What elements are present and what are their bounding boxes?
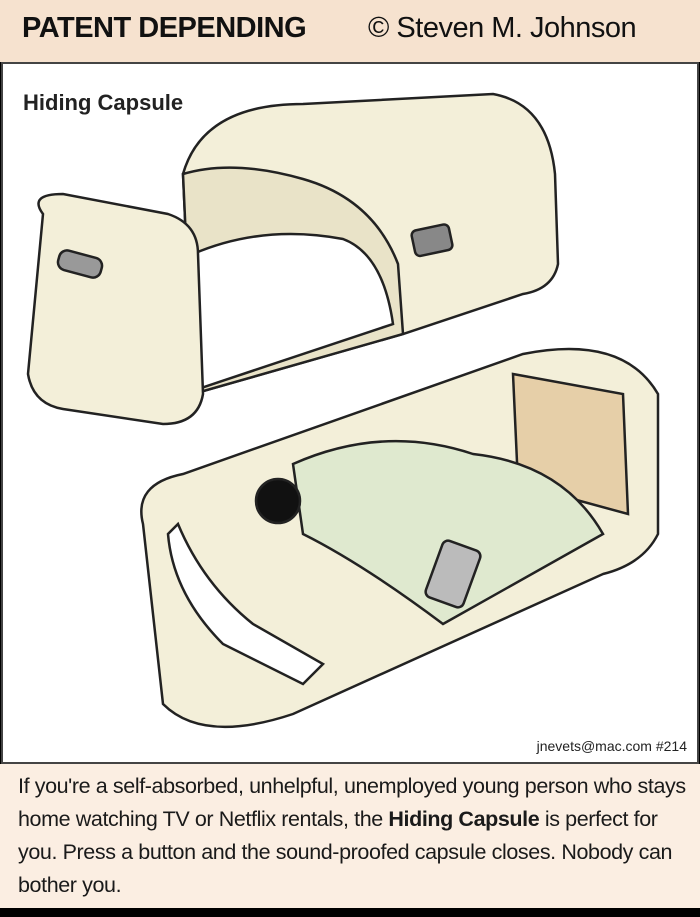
- caption-text: If you're a self-absorbed, unhelpful, un…: [18, 770, 688, 902]
- artist-signature: jnevets@mac.com #214: [536, 738, 687, 754]
- reclining-chair: [166, 521, 326, 686]
- capsule-door: [26, 192, 205, 426]
- door-handle: [56, 249, 104, 279]
- caption-part-2: is perfect for you. Press a button and t…: [18, 807, 673, 897]
- illustration-panel: Hiding Capsule jnevets@mac.com #214: [1, 62, 699, 764]
- capsule-handle: [410, 223, 454, 258]
- bed-sheet: [191, 232, 395, 391]
- caption-bold-name: Hiding Capsule: [388, 807, 540, 831]
- person-head: [254, 477, 302, 525]
- caption-box: If you're a self-absorbed, unhelpful, un…: [0, 764, 700, 908]
- header-banner: PATENT DEPENDING © Steven M. Johnson: [0, 0, 700, 62]
- capsule-illustration: [26, 92, 660, 729]
- author-credit: © Steven M. Johnson: [368, 12, 637, 44]
- remote-control: [424, 539, 482, 609]
- invention-title: Hiding Capsule: [23, 90, 184, 115]
- comic-series-title: PATENT DEPENDING: [22, 12, 307, 44]
- caption-part-1: If you're a self-absorbed, unhelpful, un…: [18, 774, 686, 831]
- blanket: [291, 439, 605, 626]
